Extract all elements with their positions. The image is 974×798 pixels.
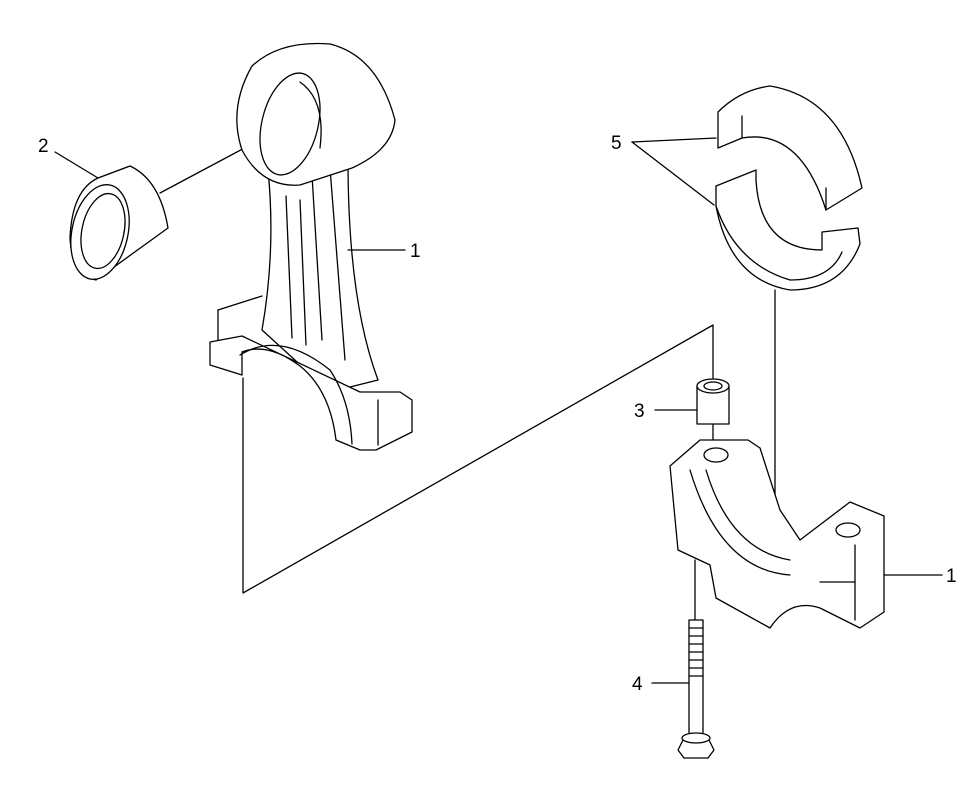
bearing-shells [715, 85, 863, 291]
callout-bearing-shells: 5 [611, 133, 622, 154]
leader-lines [54, 137, 943, 684]
connecting-rod [209, 42, 413, 451]
callout-labels: 2 1 5 3 1 4 [38, 133, 957, 695]
callout-rod-cap: 1 [946, 566, 957, 587]
cap-bolt [677, 619, 715, 759]
callout-bushing: 2 [38, 136, 49, 157]
bolt-thread [688, 627, 704, 677]
small-end-bushing [69, 111, 313, 281]
rod-cap [669, 439, 885, 629]
callout-cap-bolt: 4 [632, 674, 643, 695]
dowel-sleeve [696, 378, 730, 425]
callout-dowel-sleeve: 3 [634, 401, 645, 422]
callout-rod: 1 [410, 241, 421, 262]
